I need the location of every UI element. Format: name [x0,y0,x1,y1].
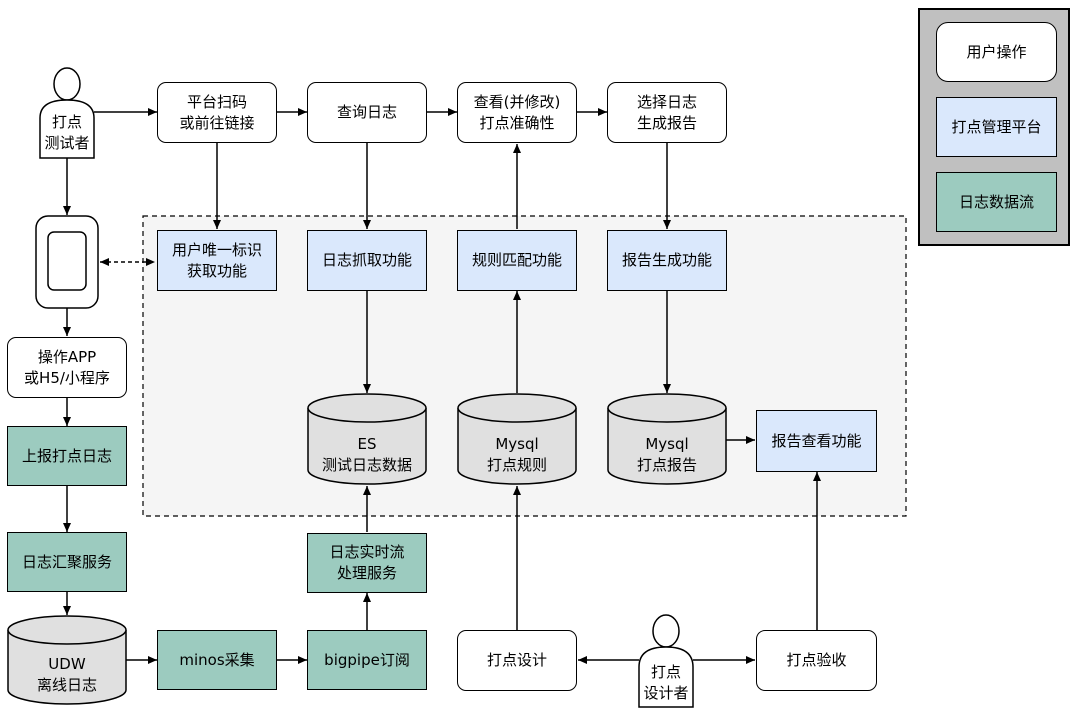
es-database [307,393,427,485]
flow-arrows [63,108,821,664]
designer-actor [638,614,694,708]
phone-icon [35,215,99,309]
mysql-rules-database [457,393,577,485]
phone-link-arrow [100,258,155,266]
mysql-report-database [607,393,727,485]
tester-actor [39,67,95,159]
udw-database [7,615,127,705]
legend-panel [918,8,1070,246]
